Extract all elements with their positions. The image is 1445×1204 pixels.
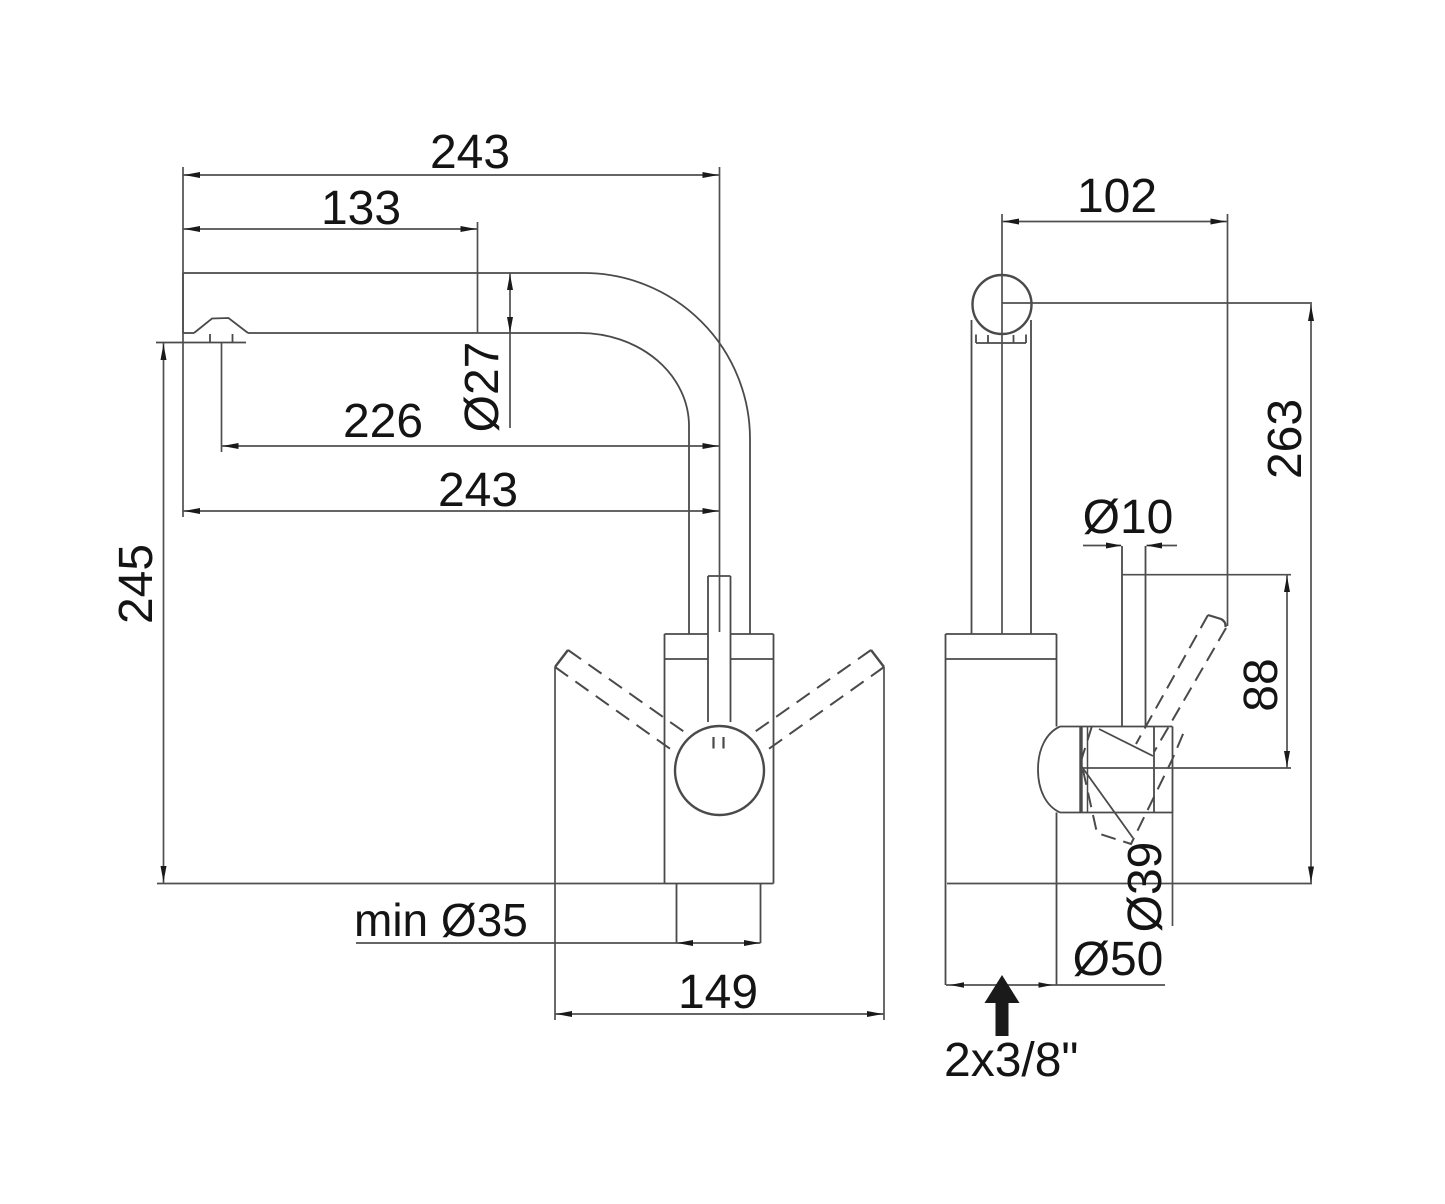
- svg-text:226: 226: [343, 395, 423, 448]
- svg-text:245: 245: [110, 544, 163, 624]
- svg-text:243: 243: [430, 126, 510, 179]
- svg-text:133: 133: [321, 182, 401, 235]
- svg-text:2x3/8": 2x3/8": [944, 1034, 1078, 1087]
- svg-text:263: 263: [1259, 399, 1312, 479]
- svg-text:Ø50: Ø50: [1073, 933, 1164, 986]
- svg-text:min Ø35: min Ø35: [354, 894, 528, 946]
- svg-text:102: 102: [1077, 170, 1157, 223]
- svg-text:88: 88: [1235, 658, 1288, 711]
- svg-text:Ø27: Ø27: [456, 342, 509, 433]
- svg-text:243: 243: [438, 464, 518, 517]
- svg-text:149: 149: [678, 966, 758, 1019]
- svg-text:Ø10: Ø10: [1083, 491, 1174, 544]
- svg-text:Ø39: Ø39: [1119, 842, 1172, 933]
